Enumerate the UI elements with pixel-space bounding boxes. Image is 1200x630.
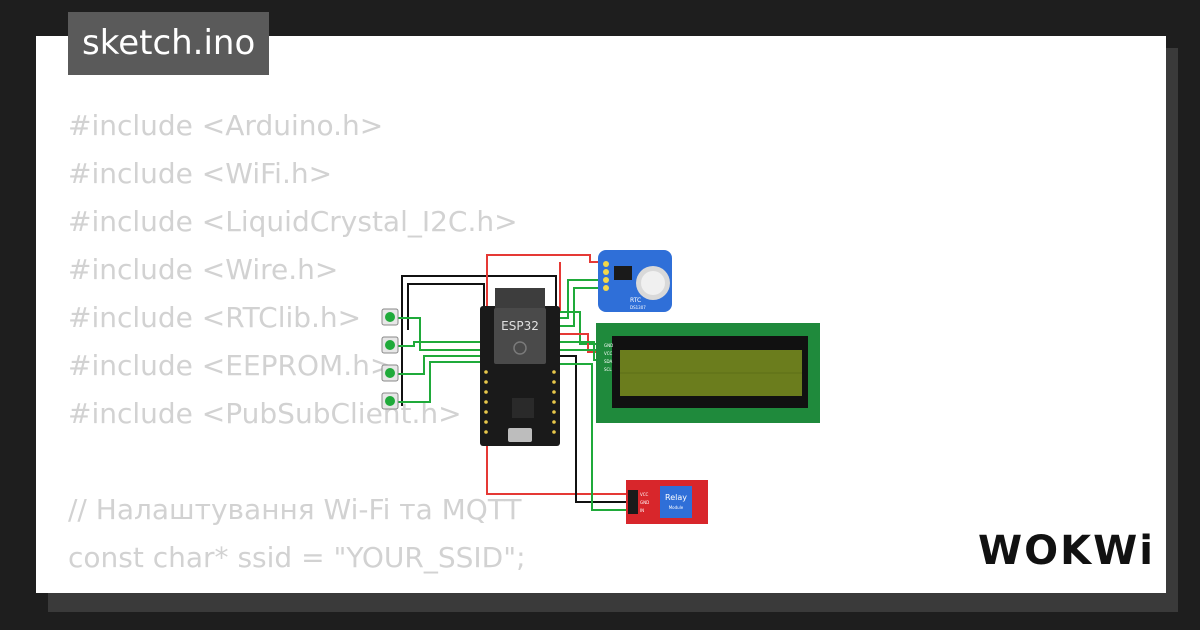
relay-label: Relay: [665, 493, 687, 502]
lcd-pin-gnd: GND: [604, 343, 613, 348]
esp32-label: ESP32: [501, 319, 539, 333]
code-line-6: #include <EEPROM.h>: [68, 349, 394, 382]
rtc-label: RTC: [630, 297, 641, 304]
code-line-3: #include <LiquidCrystal_I2C.h>: [68, 205, 518, 238]
wire-green-btn2: [396, 341, 486, 347]
wire-green-btn3: [396, 355, 486, 375]
code-line-7: #include <PubSubClient.h>: [68, 397, 462, 430]
code-line-2: #include <WiFi.h>: [68, 157, 333, 190]
esp32-board[interactable]: ESP32: [480, 288, 560, 446]
lcd-pin-vcc: VCC: [604, 351, 613, 356]
wire-black-gnd: [401, 275, 557, 406]
filename-tab[interactable]: sketch.ino: [68, 12, 270, 75]
rtc-module[interactable]: RTC DS1307: [598, 250, 672, 312]
relay-pin-vcc: VCC: [640, 492, 649, 497]
code-line-5: #include <RTClib.h>: [68, 301, 362, 334]
code-line-1: #include <Arduino.h>: [68, 109, 384, 142]
wire-green-relay-in: [556, 363, 626, 511]
wire-green-btn4: [396, 361, 486, 403]
push-button-4[interactable]: [381, 392, 399, 410]
wire-green-btn1: [396, 317, 486, 351]
relay-pin-in: IN: [640, 508, 644, 513]
wokwi-logo: WOKWi: [978, 528, 1155, 574]
relay-sublabel: Module: [669, 505, 684, 510]
code-line-9: // Налаштування Wi-Fi та MQTT: [68, 493, 522, 526]
push-button-1[interactable]: [381, 308, 399, 326]
wire-black-relay-gnd: [556, 355, 626, 503]
rtc-chip-label: DS1307: [630, 305, 646, 310]
code-line-10: const char* ssid = "YOUR_SSID";: [68, 541, 526, 574]
wire-green-rtc-sda: [556, 279, 604, 319]
wire-green-lcd-gnd: [556, 311, 604, 345]
code-preview: #include <Arduino.h> #include <WiFi.h> #in…: [68, 102, 1068, 593]
wires: [396, 254, 626, 511]
code-line-4: #include <Wire.h>: [68, 253, 339, 286]
wifi-icon: [513, 341, 527, 355]
lcd-display[interactable]: GND VCC SDA SCL: [596, 323, 820, 423]
lcd-pin-sda: SDA: [604, 359, 613, 364]
relay-module[interactable]: Relay Module VCC GND IN: [626, 480, 708, 524]
project-card: #include <Arduino.h> #include <WiFi.h> #in…: [36, 36, 1166, 593]
lcd-pin-scl: SCL: [604, 367, 612, 372]
code-line-11: const char* password = "YOUR_PASSWORD"; …: [68, 582, 1068, 593]
wire-black-2: [407, 283, 485, 330]
push-button-2[interactable]: [381, 336, 399, 354]
wire-red-relay: [486, 440, 626, 495]
push-button-3[interactable]: [381, 364, 399, 382]
push-buttons: [381, 308, 399, 410]
wire-green-rtc-scl: [556, 287, 604, 327]
relay-pin-gnd: GND: [640, 500, 649, 505]
wire-red-rtc: [486, 254, 604, 312]
usb-port: [508, 428, 532, 442]
